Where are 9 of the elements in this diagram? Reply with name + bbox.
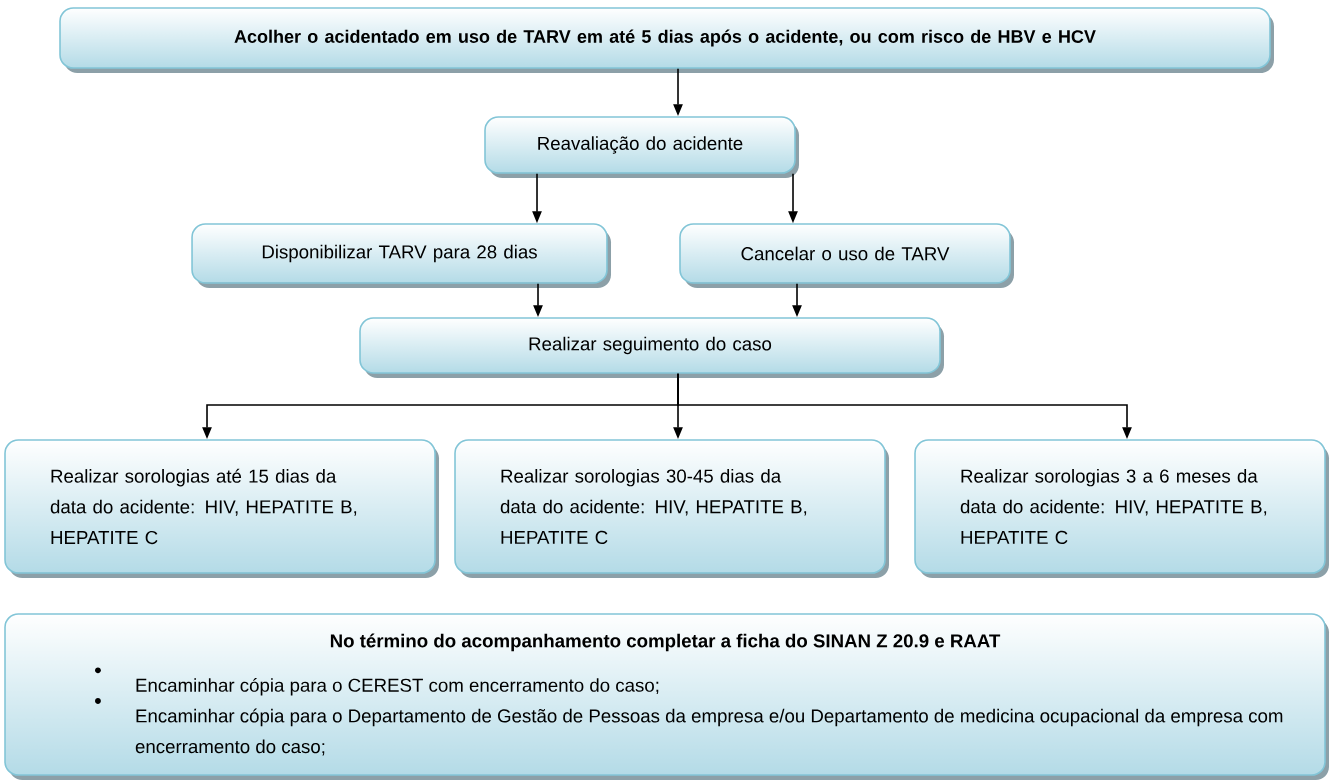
- flow-box: Reavaliação do acidente: [484, 116, 799, 178]
- flow-box: Cancelar o uso de TARV: [679, 223, 1014, 288]
- flow-box: Realizar sorologias 30-45 dias da data do acidente: HIV, HEPATITE B, HEPATITE C: [454, 439, 889, 578]
- flow-box: Realizar sorologias até 15 dias da data do acidente: HIV, HEPATITE B, HEPATITE C: [4, 439, 439, 578]
- flow-box: Disponibilizar TARV para 28 dias: [191, 223, 611, 288]
- flow-box: Realizar seguimento do caso: [359, 317, 944, 378]
- note-box: No término do acompanhamento completar a ficha do SINAN Z 20.9 e RAAT Encaminhar cópia para o CEREST com encerramento do caso; Encaminhar cópia para o Departamento de Gestão de Pessoas da empresa e/ou Departamento de medicina ocupacional da empresa com encerramento do caso;: [4, 613, 1329, 780]
- flow-box: Realizar sorologias 3 a 6 meses da data do acidente: HIV, HEPATITE B, HEPATITE C: [914, 439, 1329, 578]
- flow-box: Acolher o acidentado em uso de TARV em até 5 dias após o acidente, ou com risco de HBV e HCV: [59, 7, 1274, 73]
